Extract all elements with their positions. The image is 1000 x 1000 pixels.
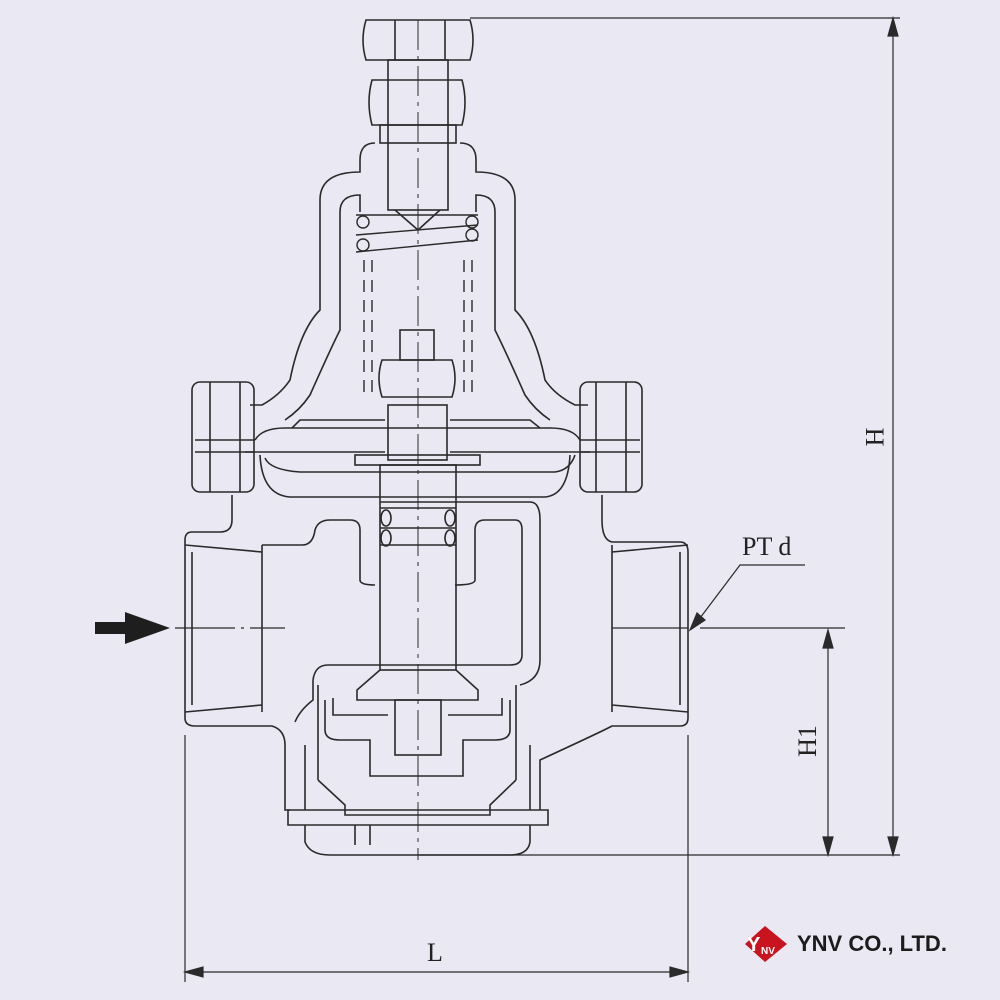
piston-nut — [378, 329, 456, 461]
spring — [355, 214, 479, 400]
adjusting-screw — [362, 19, 474, 232]
o-rings — [380, 507, 456, 547]
flow-arrow-icon — [95, 612, 170, 644]
dimension-label-h1: H1 — [792, 725, 822, 757]
bolt-left — [191, 381, 255, 493]
bonnet — [250, 142, 588, 421]
svg-text:Y: Y — [747, 934, 761, 956]
ynv-logo-icon: Y NV — [745, 926, 787, 962]
bottom-cap — [287, 685, 549, 856]
company-name: YNV CO., LTD. — [797, 931, 947, 956]
dimension-label-port: PT d — [742, 532, 792, 561]
dimension-label-h: H — [860, 427, 890, 447]
svg-text:NV: NV — [761, 946, 775, 957]
bolt-right — [579, 381, 643, 493]
brand: Y NV YNV CO., LTD. — [743, 924, 947, 964]
dimension-label-l: L — [427, 938, 443, 967]
valve-disc — [324, 669, 511, 777]
dimension-lines — [175, 15, 900, 982]
valve-body — [184, 464, 689, 811]
